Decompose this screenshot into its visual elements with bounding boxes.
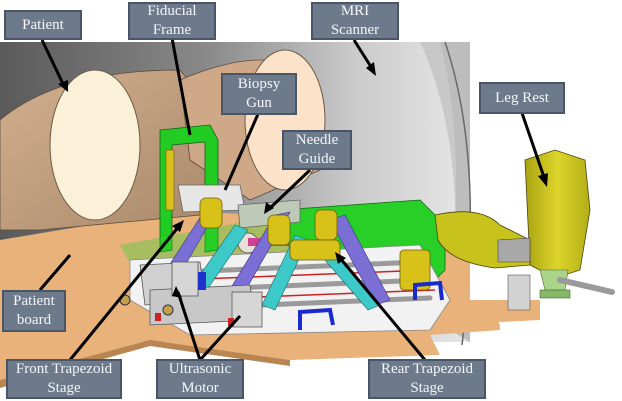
label-patient-board: Patient board <box>2 290 66 332</box>
arrow-mri-scanner <box>352 39 375 71</box>
leg-rest-shape <box>434 149 615 311</box>
label-ultrasonic-motor: Ultrasonic Motor <box>156 359 244 399</box>
label-rear-trapezoid-stage-line2: Stage <box>410 380 444 396</box>
arrow-ultrasonic-motor-2 <box>198 314 242 362</box>
label-biopsy-gun-line1: Biopsy <box>237 76 281 92</box>
arrow-rear-trapezoid-stage <box>338 257 427 361</box>
label-rear-trapezoid-stage-line1: Rear Trapezoid <box>380 361 474 377</box>
label-needle-guide-line2: Guide <box>298 151 336 167</box>
label-fiducial-frame-line1: Fiducial <box>147 3 197 19</box>
label-patient: Patient <box>4 10 82 40</box>
arrowhead-leg-rest <box>538 173 548 187</box>
label-patient-line1: Patient <box>22 16 64 33</box>
label-fiducial-frame: Fiducial Frame <box>128 2 216 40</box>
label-front-trapezoid-stage-line2: Stage <box>47 380 81 396</box>
label-patient-board-line1: Patient <box>13 293 55 309</box>
label-biopsy-gun-line2: Gun <box>246 95 272 111</box>
arrow-biopsy-gun <box>223 113 260 191</box>
arrow-patient-board <box>38 254 72 291</box>
label-fiducial-frame-line2: Frame <box>152 22 192 38</box>
arrowhead-needle-guide <box>264 202 274 214</box>
label-leg-rest: Leg Rest <box>479 82 565 114</box>
label-front-trapezoid-stage-line1: Front Trapezoid <box>15 361 113 377</box>
stage-joints <box>199 197 431 291</box>
arrowhead-rear-trapezoid-stage <box>335 252 346 264</box>
label-biopsy-gun: Biopsy Gun <box>221 73 297 115</box>
arrow-ultrasonic-motor-1 <box>176 291 202 361</box>
leader-arrows <box>38 37 548 362</box>
label-ultrasonic-motor-line2: Motor <box>181 380 219 396</box>
label-mri-scanner: MRI Scanner <box>311 2 399 40</box>
label-front-trapezoid-stage: Front Trapezoid Stage <box>6 359 122 399</box>
label-needle-guide: Needle Guide <box>282 130 352 170</box>
arrow-patient <box>40 39 66 87</box>
arrow-leg-rest <box>520 112 547 181</box>
arrowhead-front-trapezoid-stage <box>172 220 184 232</box>
arrow-front-trapezoid-stage <box>68 224 182 361</box>
label-ultrasonic-motor-line1: Ultrasonic <box>168 361 232 377</box>
arrowhead-mri-scanner <box>366 62 376 76</box>
blue-handles <box>298 280 444 330</box>
arrowhead-ultrasonic-motor-1 <box>172 286 182 298</box>
label-rear-trapezoid-stage: Rear Trapezoid Stage <box>368 359 486 399</box>
label-patient-board-line2: board <box>16 312 52 328</box>
arrowhead-patient <box>58 80 68 92</box>
arrow-needle-guide <box>266 168 312 212</box>
label-mri-scanner-line1: MRI <box>340 3 370 19</box>
label-mri-scanner-line2: Scanner <box>330 22 380 38</box>
label-leg-rest-line1: Leg Rest <box>495 89 549 106</box>
arrow-fiducial-frame <box>170 37 192 136</box>
label-needle-guide-line1: Needle <box>295 132 339 148</box>
